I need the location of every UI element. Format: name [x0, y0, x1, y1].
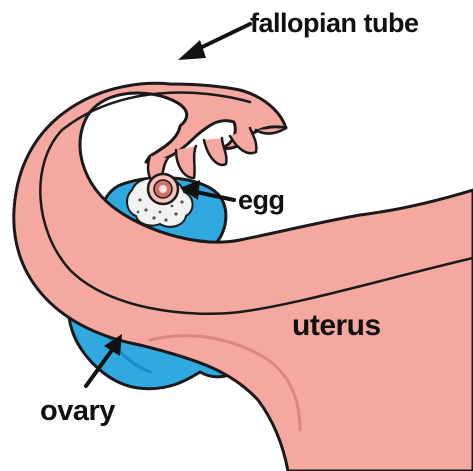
- label-egg: egg: [238, 187, 285, 214]
- egg-nucleus: [159, 185, 167, 193]
- label-ovary: ovary: [40, 397, 115, 426]
- label-uterus: uterus: [292, 311, 381, 341]
- arrow-fallopian-tube: [178, 24, 250, 60]
- label-fallopian-tube: fallopian tube: [250, 10, 419, 37]
